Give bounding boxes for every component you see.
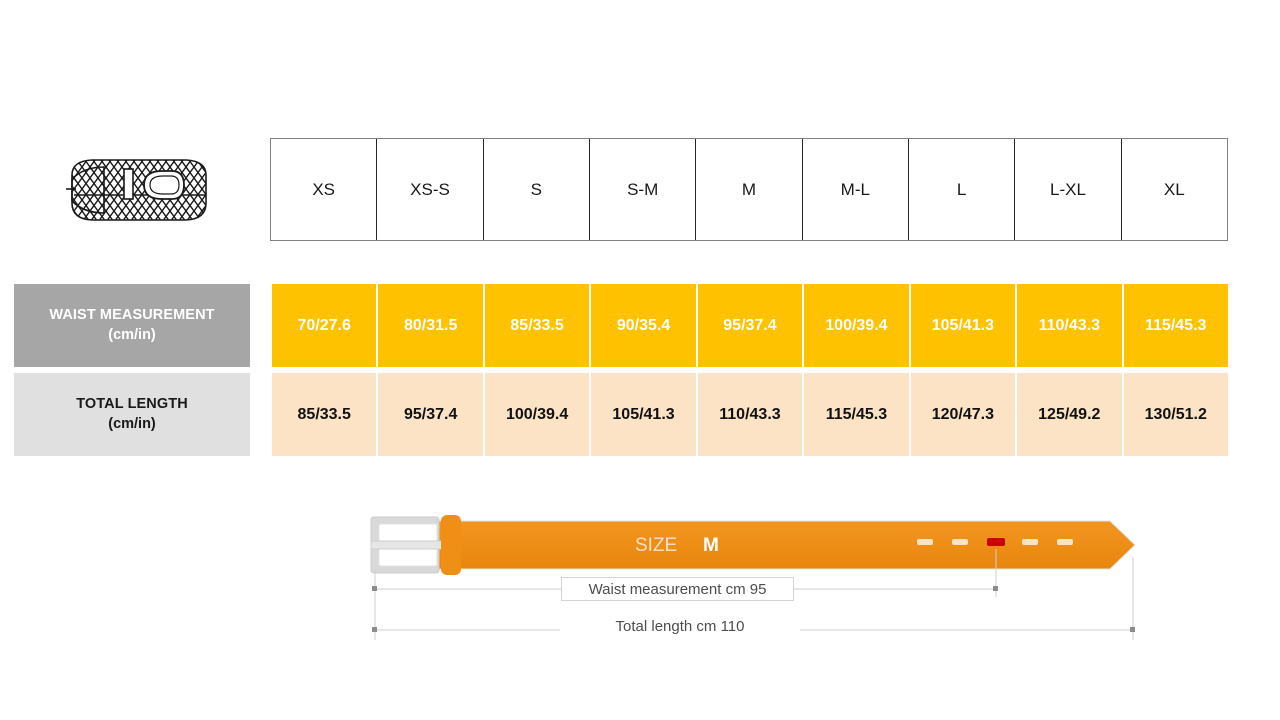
size-header-cell: XS — [271, 139, 378, 240]
waist-value-cell: 70/27.6 — [272, 284, 379, 367]
length-label-line1: TOTAL LENGTH — [76, 395, 188, 412]
length-value-cell: 115/45.3 — [804, 373, 911, 456]
waist-measurement-label: WAIST MEASUREMENT (cm/in) — [14, 284, 250, 367]
waist-value-cell: 115/45.3 — [1123, 284, 1228, 367]
length-value-cell: 85/33.5 — [272, 373, 379, 456]
length-value-cell: 130/51.2 — [1123, 373, 1228, 456]
size-header-cell: XS-S — [377, 139, 484, 240]
waist-dimension-label: Waist measurement cm 95 — [561, 577, 794, 601]
belt-hole — [1022, 539, 1038, 545]
length-value-cell: 120/47.3 — [910, 373, 1018, 456]
braided-belt-icon — [58, 145, 218, 235]
waist-label-line1: WAIST MEASUREMENT — [49, 306, 215, 323]
length-value-cell: 95/37.4 — [378, 373, 485, 456]
length-value-cell: 125/49.2 — [1017, 373, 1124, 456]
length-label-line2: (cm/in) — [108, 415, 156, 432]
length-value-cell: 100/39.4 — [484, 373, 592, 456]
row-spacer — [250, 284, 272, 367]
size-header-cell: S — [484, 139, 590, 240]
waist-measurement-row: WAIST MEASUREMENT (cm/in) 70/27.6 80/31.… — [14, 284, 1228, 367]
length-value-cell: 105/41.3 — [591, 373, 698, 456]
waist-value-cell: 110/43.3 — [1017, 284, 1124, 367]
size-header-cell: L — [909, 139, 1016, 240]
waist-value-cell: 80/31.5 — [378, 284, 485, 367]
total-length-values: 85/33.5 95/37.4 100/39.4 105/41.3 110/43… — [272, 373, 1228, 456]
waist-value-cell: 105/41.3 — [910, 284, 1018, 367]
size-prefix-text: SIZE — [635, 535, 677, 556]
size-header-cell: M-L — [803, 139, 909, 240]
waist-values: 70/27.6 80/31.5 85/33.5 90/35.4 95/37.4 … — [272, 284, 1228, 367]
belt-hole — [1057, 539, 1073, 545]
belt-hole — [952, 539, 968, 545]
row-spacer — [250, 373, 272, 456]
waist-value-cell: 95/37.4 — [697, 284, 805, 367]
size-value-text: M — [703, 535, 719, 556]
total-length-dimension-label: Total length cm 110 — [560, 618, 800, 635]
belt-hole-highlighted — [987, 538, 1005, 546]
waist-label-line2: (cm/in) — [108, 326, 156, 343]
belt-hole — [917, 539, 933, 545]
waist-value-cell: 85/33.5 — [484, 284, 592, 367]
belt-diagram: SIZE M — [355, 505, 1155, 655]
total-length-label: TOTAL LENGTH (cm/in) — [14, 373, 250, 456]
waist-value-cell: 100/39.4 — [804, 284, 911, 367]
size-header-cell: L-XL — [1015, 139, 1122, 240]
length-value-cell: 110/43.3 — [697, 373, 805, 456]
size-header-cell: M — [696, 139, 803, 240]
size-header-cell: XL — [1163, 179, 1185, 199]
waist-value-cell: 90/35.4 — [591, 284, 698, 367]
total-length-row: TOTAL LENGTH (cm/in) 85/33.5 95/37.4 100… — [14, 373, 1228, 456]
size-header-table: XS XS-S S S-M M M-L L L-XL XL — [270, 138, 1228, 241]
size-header-cell: S-M — [590, 139, 697, 240]
